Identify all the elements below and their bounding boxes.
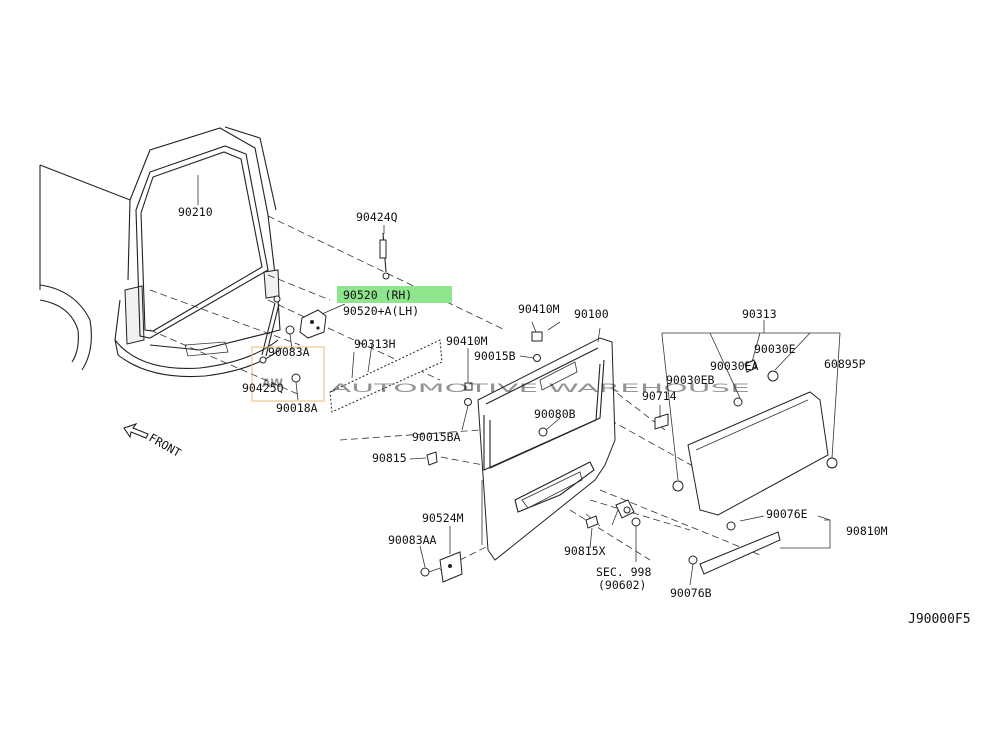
label-90313H: 90313H	[354, 337, 396, 351]
label-90815: 90815	[372, 451, 407, 465]
label-90100: 90100	[574, 307, 609, 321]
trim-board-90313H	[329, 339, 443, 413]
tailgate-lock-90524M	[420, 551, 463, 583]
label-90520-rh: 90520 (RH)	[343, 288, 412, 302]
tailgate-small-parts	[426, 331, 669, 529]
label-90030EB: 90030EB	[666, 373, 715, 387]
bolt-90083A	[285, 325, 295, 351]
label-90313: 90313	[742, 307, 777, 321]
label-90076B: 90076B	[670, 586, 712, 600]
front-label: FRONT	[147, 430, 184, 459]
lock-cylinder	[611, 499, 641, 562]
label-90080B: 90080B	[534, 407, 576, 421]
label-90015B: 90015B	[474, 349, 516, 363]
label-90520-lh: 90520+A(LH)	[343, 304, 419, 318]
label-90030E: 90030E	[754, 342, 796, 356]
label-90815X: 90815X	[564, 544, 606, 558]
label-sec-998: SEC. 998	[596, 565, 651, 579]
label-90424Q: 90424Q	[356, 210, 398, 224]
label-60895P: 60895P	[824, 357, 866, 371]
label-90524M: 90524M	[422, 511, 464, 525]
gas-stay-90424Q	[379, 225, 390, 280]
label-90602: (90602)	[598, 578, 646, 592]
part-labels: 90210 90424Q 90520 (RH) 90520+A(LH) 9031…	[147, 205, 971, 627]
label-90083AA: 90083AA	[388, 533, 437, 547]
label-90030EA: 90030EA	[710, 359, 759, 373]
label-leaders	[197, 175, 694, 586]
bolt-90018A	[291, 373, 301, 401]
label-90015BA: 90015BA	[412, 430, 461, 444]
watermark: AW AUTOMOTIVE WAREHOUSE	[251, 346, 750, 402]
watermark-logo-box	[251, 346, 325, 402]
group-bracket-90313	[661, 320, 841, 481]
label-90210: 90210	[178, 205, 213, 219]
tailgate-90100	[477, 327, 616, 561]
van-body-illustration	[39, 126, 283, 378]
label-90410M-mid: 90410M	[446, 334, 488, 348]
watermark-logo: AW	[262, 376, 283, 390]
finisher-panel-90313	[672, 359, 838, 516]
finisher-90810M	[688, 521, 781, 575]
watermark-text: AUTOMOTIVE WAREHOUSE	[330, 381, 750, 395]
gas-stay-90425Q	[259, 295, 281, 364]
part-highlight	[337, 286, 452, 303]
group-bracket-90810M	[739, 515, 831, 549]
label-90083A: 90083A	[268, 345, 310, 359]
hinge-90520	[299, 303, 346, 339]
diagram-code: J90000F5	[908, 612, 971, 627]
label-90425Q: 90425Q	[242, 381, 284, 395]
label-90810M: 90810M	[846, 524, 888, 538]
label-90018A: 90018A	[276, 401, 318, 415]
label-90410M-top: 90410M	[518, 302, 560, 316]
front-arrow-icon	[123, 422, 149, 439]
label-90076E: 90076E	[766, 507, 808, 521]
weatherstrip-90210	[135, 145, 269, 339]
label-90714: 90714	[642, 389, 677, 403]
